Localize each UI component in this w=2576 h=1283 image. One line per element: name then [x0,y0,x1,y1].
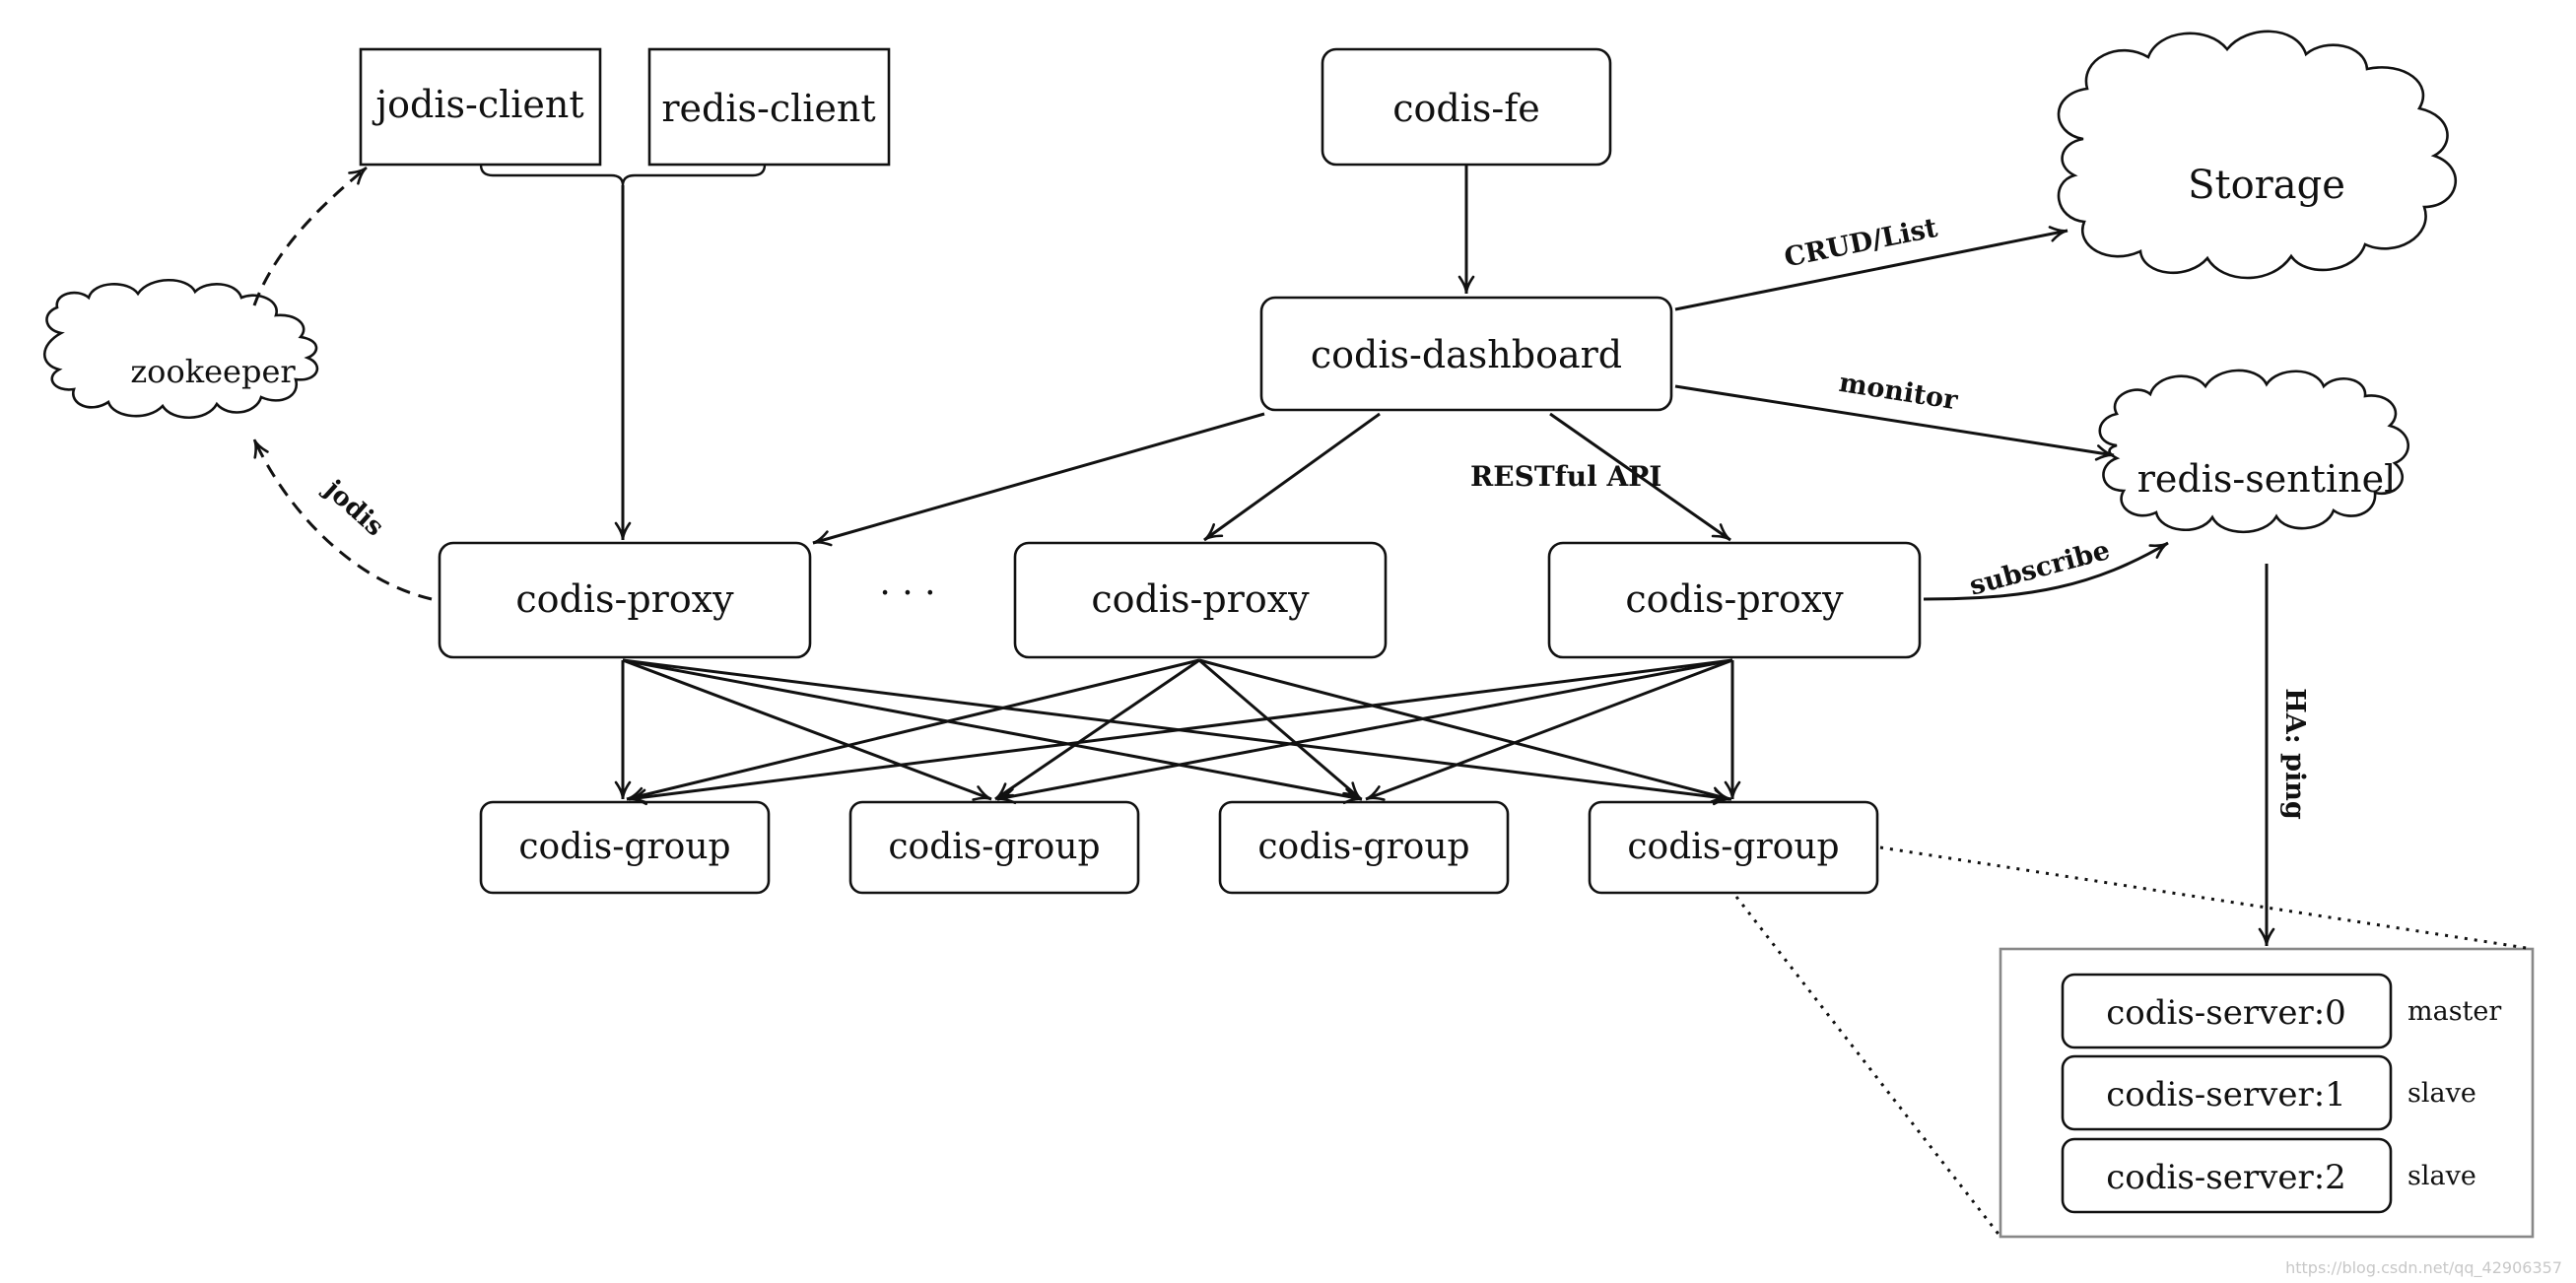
edge-dashboard-to-storage [1674,226,2068,311]
codis-server-1: codis-server:1 slave [2061,1054,2476,1131]
storage-cloud: Storage [2057,30,2458,280]
edge-p2-g3 [1198,658,1362,801]
edge-p3-g1 [628,658,1733,806]
codis-proxy-label-2: codis-proxy [1091,577,1310,621]
jodis-label: jodis [317,473,389,542]
jodis-client-node: jodis-client [359,47,602,167]
watermark: https://blog.csdn.net/qq_42906357 [2285,1258,2562,1278]
codis-server-0-label: codis-server:0 [2106,993,2346,1033]
codis-dashboard-node: codis-dashboard [1259,296,1673,412]
zoom-line-top [1879,845,2534,951]
codis-proxy-label-1: codis-proxy [515,577,734,621]
codis-server-2-label: codis-server:2 [2106,1158,2346,1197]
codis-fe-node: codis-fe [1321,47,1612,167]
edge-dashboard-to-proxy-2 [1203,412,1381,542]
edge-p3-g3 [1365,658,1733,801]
redis-sentinel-label: redis-sentinel [2137,457,2396,501]
edge-p3-g2 [996,658,1733,805]
codis-group-label-1: codis-group [518,827,730,867]
storage-label: Storage [2188,163,2345,208]
codis-group-node-3: codis-group [1218,800,1510,895]
jodis-client-label: jodis-client [372,83,583,126]
codis-server-0-role: master [2407,996,2501,1027]
codis-server-2-role: slave [2407,1161,2476,1191]
codis-server-1-role: slave [2407,1078,2476,1109]
edge-dashboard-to-proxy-3 [1549,412,1731,542]
codis-group-label-2: codis-group [888,827,1100,867]
proxy-ellipsis: · · · [879,574,935,614]
codis-server-0: codis-server:0 master [2061,973,2501,1049]
edge-zookeeper-to-jodis-client [252,166,368,306]
edge-p2-g2 [994,658,1200,801]
zoom-line-bottom [1734,896,2002,1238]
redis-sentinel-cloud: redis-sentinel [2098,369,2410,534]
edge-proxy-to-sentinel [1923,541,2169,601]
edge-p1-g3 [622,658,1363,805]
codis-server-1-label: codis-server:1 [2106,1075,2346,1114]
codis-proxy-node-2: codis-proxy [1013,541,1388,659]
proxy-group-mesh [614,658,1741,806]
restful-api-label: RESTful API [1470,460,1661,493]
codis-proxy-node-3: codis-proxy [1547,541,1922,659]
ha-ping-label: HA: ping [2279,688,2310,820]
codis-server-2: codis-server:2 slave [2061,1137,2476,1214]
clients-brace [479,164,767,186]
codis-group-node-2: codis-group [848,800,1140,895]
crud-list-label: CRUD/List [1782,213,1940,274]
zookeeper-cloud: zookeeper [43,279,319,419]
zookeeper-label: zookeeper [130,353,296,390]
codis-group-node-1: codis-group [479,800,771,895]
codis-group-label-4: codis-group [1627,827,1839,867]
edge-p2-g4 [1198,658,1730,803]
codis-proxy-label-3: codis-proxy [1625,577,1844,621]
codis-group-label-3: codis-group [1257,827,1469,867]
edge-dashboard-to-sentinel [1674,384,2115,461]
redis-client-label: redis-client [661,87,875,130]
redis-client-node: redis-client [647,47,891,167]
edge-proxy-to-zookeeper [252,439,433,601]
codis-fe-label: codis-fe [1392,87,1540,130]
monitor-label: monitor [1837,368,1960,416]
codis-group-node-4: codis-group [1588,800,1879,895]
codis-dashboard-label: codis-dashboard [1311,333,1622,376]
codis-proxy-node-1: codis-proxy [438,541,812,659]
edge-p2-g1 [626,658,1200,804]
edge-dashboard-to-proxy-1 [812,412,1265,547]
codis-server-panel: codis-server:0 master codis-server:1 sla… [1999,947,2535,1239]
edge-p1-g2 [622,658,992,801]
